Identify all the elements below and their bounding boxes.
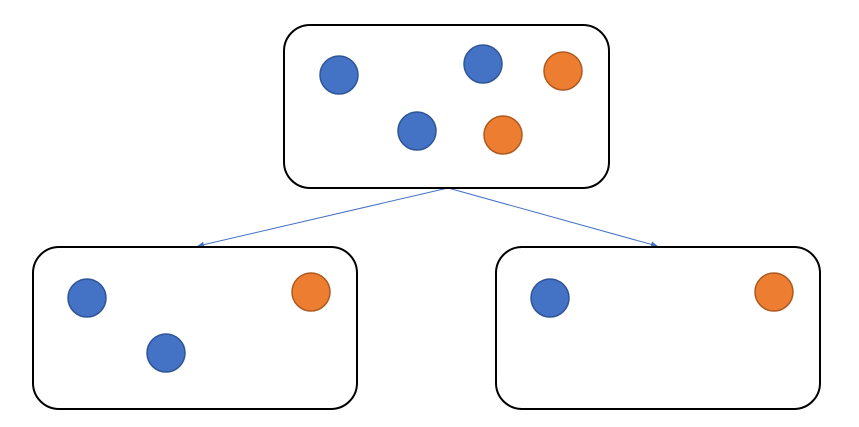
blue-ball — [67, 278, 107, 318]
blue-ball — [397, 111, 437, 151]
orange-ball — [754, 272, 794, 312]
arrow-parent-to-right-child — [447, 187, 658, 248]
left-child-box — [32, 246, 358, 410]
boxes-layer — [32, 24, 821, 410]
parent-box — [283, 24, 610, 189]
orange-ball — [483, 115, 523, 155]
right-child-group — [495, 246, 821, 410]
parent-group — [283, 24, 610, 189]
blue-ball — [530, 278, 570, 318]
orange-ball — [543, 51, 583, 91]
right-child-box — [495, 246, 821, 410]
orange-ball — [291, 272, 331, 312]
arrows-layer — [197, 187, 658, 248]
blue-ball — [463, 44, 503, 84]
blue-ball — [146, 333, 186, 373]
blue-ball — [319, 55, 359, 95]
left-child-group — [32, 246, 358, 410]
arrow-parent-to-left-child — [197, 187, 449, 248]
